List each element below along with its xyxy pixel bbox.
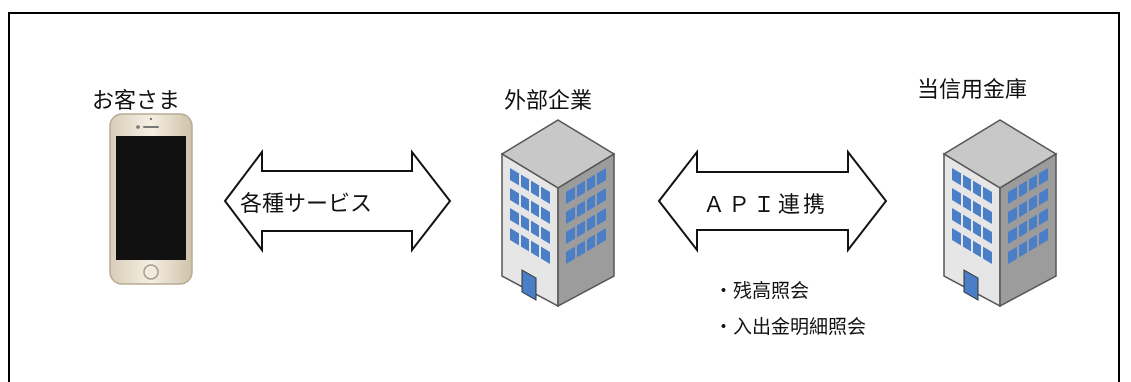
smartphone-icon (109, 113, 193, 285)
bank-label: 当信用金庫 (917, 78, 1028, 103)
api-arrow-label: ＡＰＩ連携 (703, 193, 829, 218)
services-double-arrow (223, 149, 452, 253)
external-company-label: 外部企業 (504, 89, 593, 114)
services-arrow-label: 各種サービス (240, 192, 373, 217)
building-icon (500, 119, 616, 308)
building-icon (942, 119, 1058, 308)
diagram-frame (8, 12, 1120, 382)
api-item-transactions: ・入出金明細照会 (714, 316, 867, 338)
api-item-balance: ・残高照会 (714, 280, 810, 302)
api-double-arrow (657, 149, 888, 253)
customer-label: お客さま (92, 89, 181, 114)
